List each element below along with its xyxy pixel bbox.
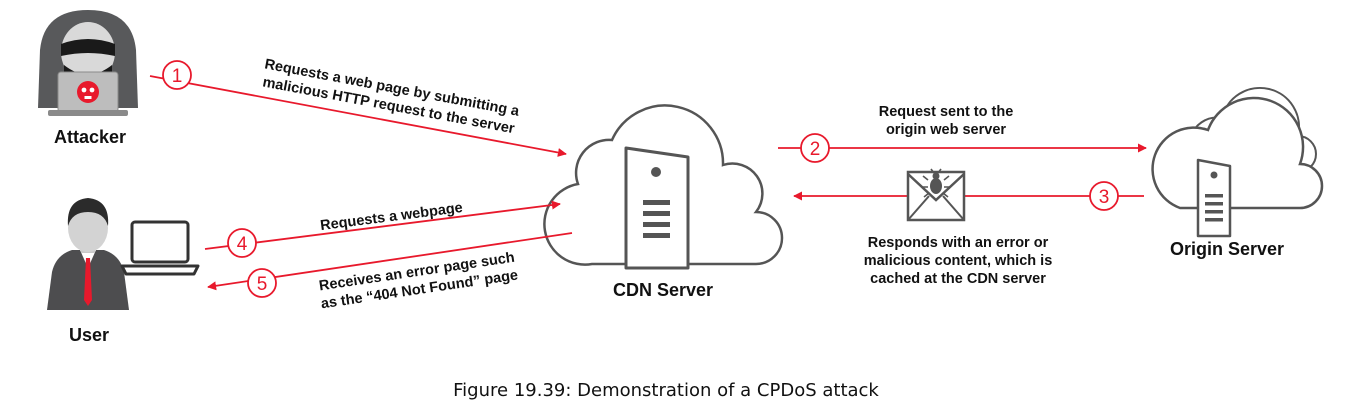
svg-text:3: 3 [1099, 187, 1110, 208]
hooded-attacker-icon [38, 10, 138, 116]
step-3-line-3: cached at the CDN server [870, 271, 1046, 287]
step-4-line-1: Requests a webpage [319, 200, 463, 234]
step-3-badge: 3 [1089, 181, 1119, 211]
svg-text:1: 1 [172, 66, 183, 87]
origin-server-icon [1196, 158, 1232, 238]
bug-envelope-icon [906, 168, 966, 222]
user-icon [47, 198, 129, 310]
step-2-line-1: Request sent to the [879, 104, 1014, 120]
step-1-text: Requests a web page by submitting a mali… [261, 57, 521, 138]
cdn-server-label: CDN Server [613, 280, 713, 300]
arrow-step-4 [204, 200, 561, 250]
skull-icon [77, 81, 99, 103]
user-label: User [69, 325, 109, 345]
svg-text:4: 4 [237, 234, 248, 255]
step-2-line-2: origin web server [886, 122, 1006, 138]
server-icon [624, 146, 690, 270]
step-5-text: Receives an error page such as the “404 … [318, 250, 519, 313]
origin-cloud-icon [1151, 86, 1324, 210]
step-1-badge: 1 [162, 60, 192, 90]
origin-server-label: Origin Server [1170, 239, 1284, 259]
step-4-badge: 4 [227, 228, 257, 258]
svg-text:5: 5 [257, 274, 268, 295]
figure-caption: Figure 19.39: Demonstration of a CPDoS a… [453, 380, 879, 401]
step-3-line-1: Responds with an error or [868, 235, 1049, 251]
step-3-line-2: malicious content, which is [864, 253, 1053, 269]
svg-text:2: 2 [810, 139, 821, 160]
arrow-step-1 [149, 75, 567, 157]
step-5-badge: 5 [247, 268, 277, 298]
step-2-badge: 2 [800, 133, 830, 163]
attacker-label: Attacker [54, 127, 126, 147]
laptop-icon [120, 220, 200, 276]
